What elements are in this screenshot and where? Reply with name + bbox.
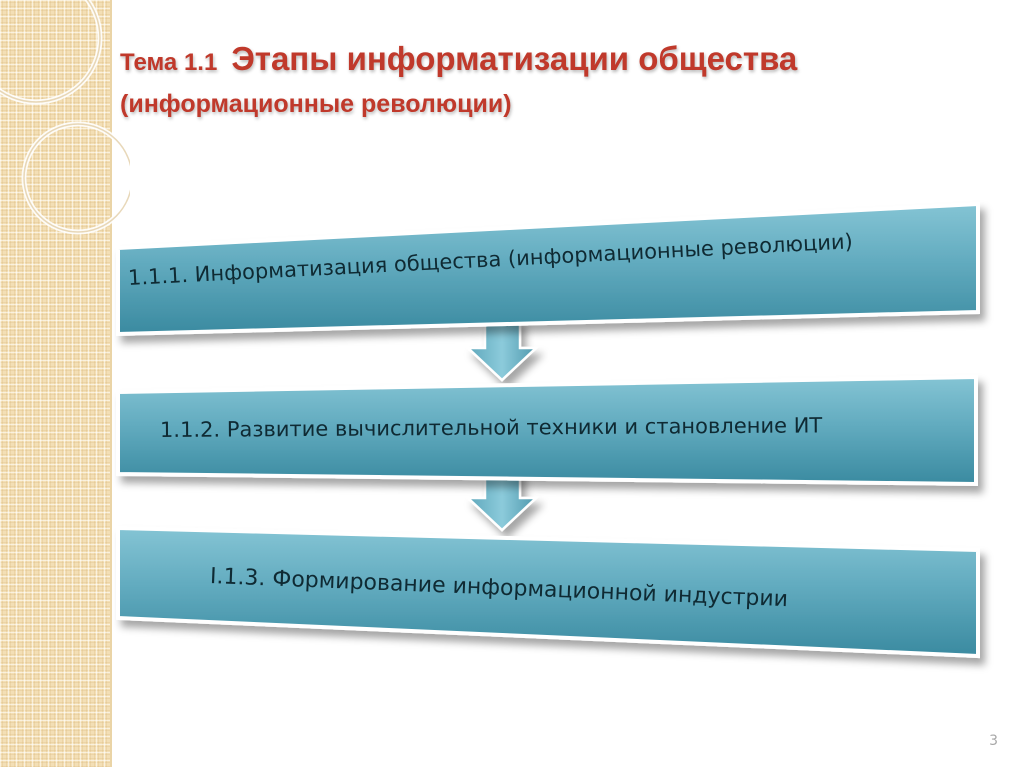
step-box [116, 374, 978, 487]
step-box [116, 201, 980, 337]
title-subtitle: (информационные революции) [120, 90, 512, 119]
down-arrow-icon [464, 318, 540, 382]
page-title: Тема 1.1 Этапы информатизации общества (и… [120, 38, 1000, 121]
page-number: 3 [989, 733, 998, 749]
side-divider-line [110, 0, 112, 767]
ring-decoration-icon [0, 0, 130, 235]
title-prefix: Тема 1.1 [120, 49, 218, 76]
step-box [116, 525, 980, 659]
title-main: Этапы информатизации общества [231, 40, 798, 77]
step-label: 1.1.2. Развитие вычислительной техники и… [159, 413, 823, 442]
